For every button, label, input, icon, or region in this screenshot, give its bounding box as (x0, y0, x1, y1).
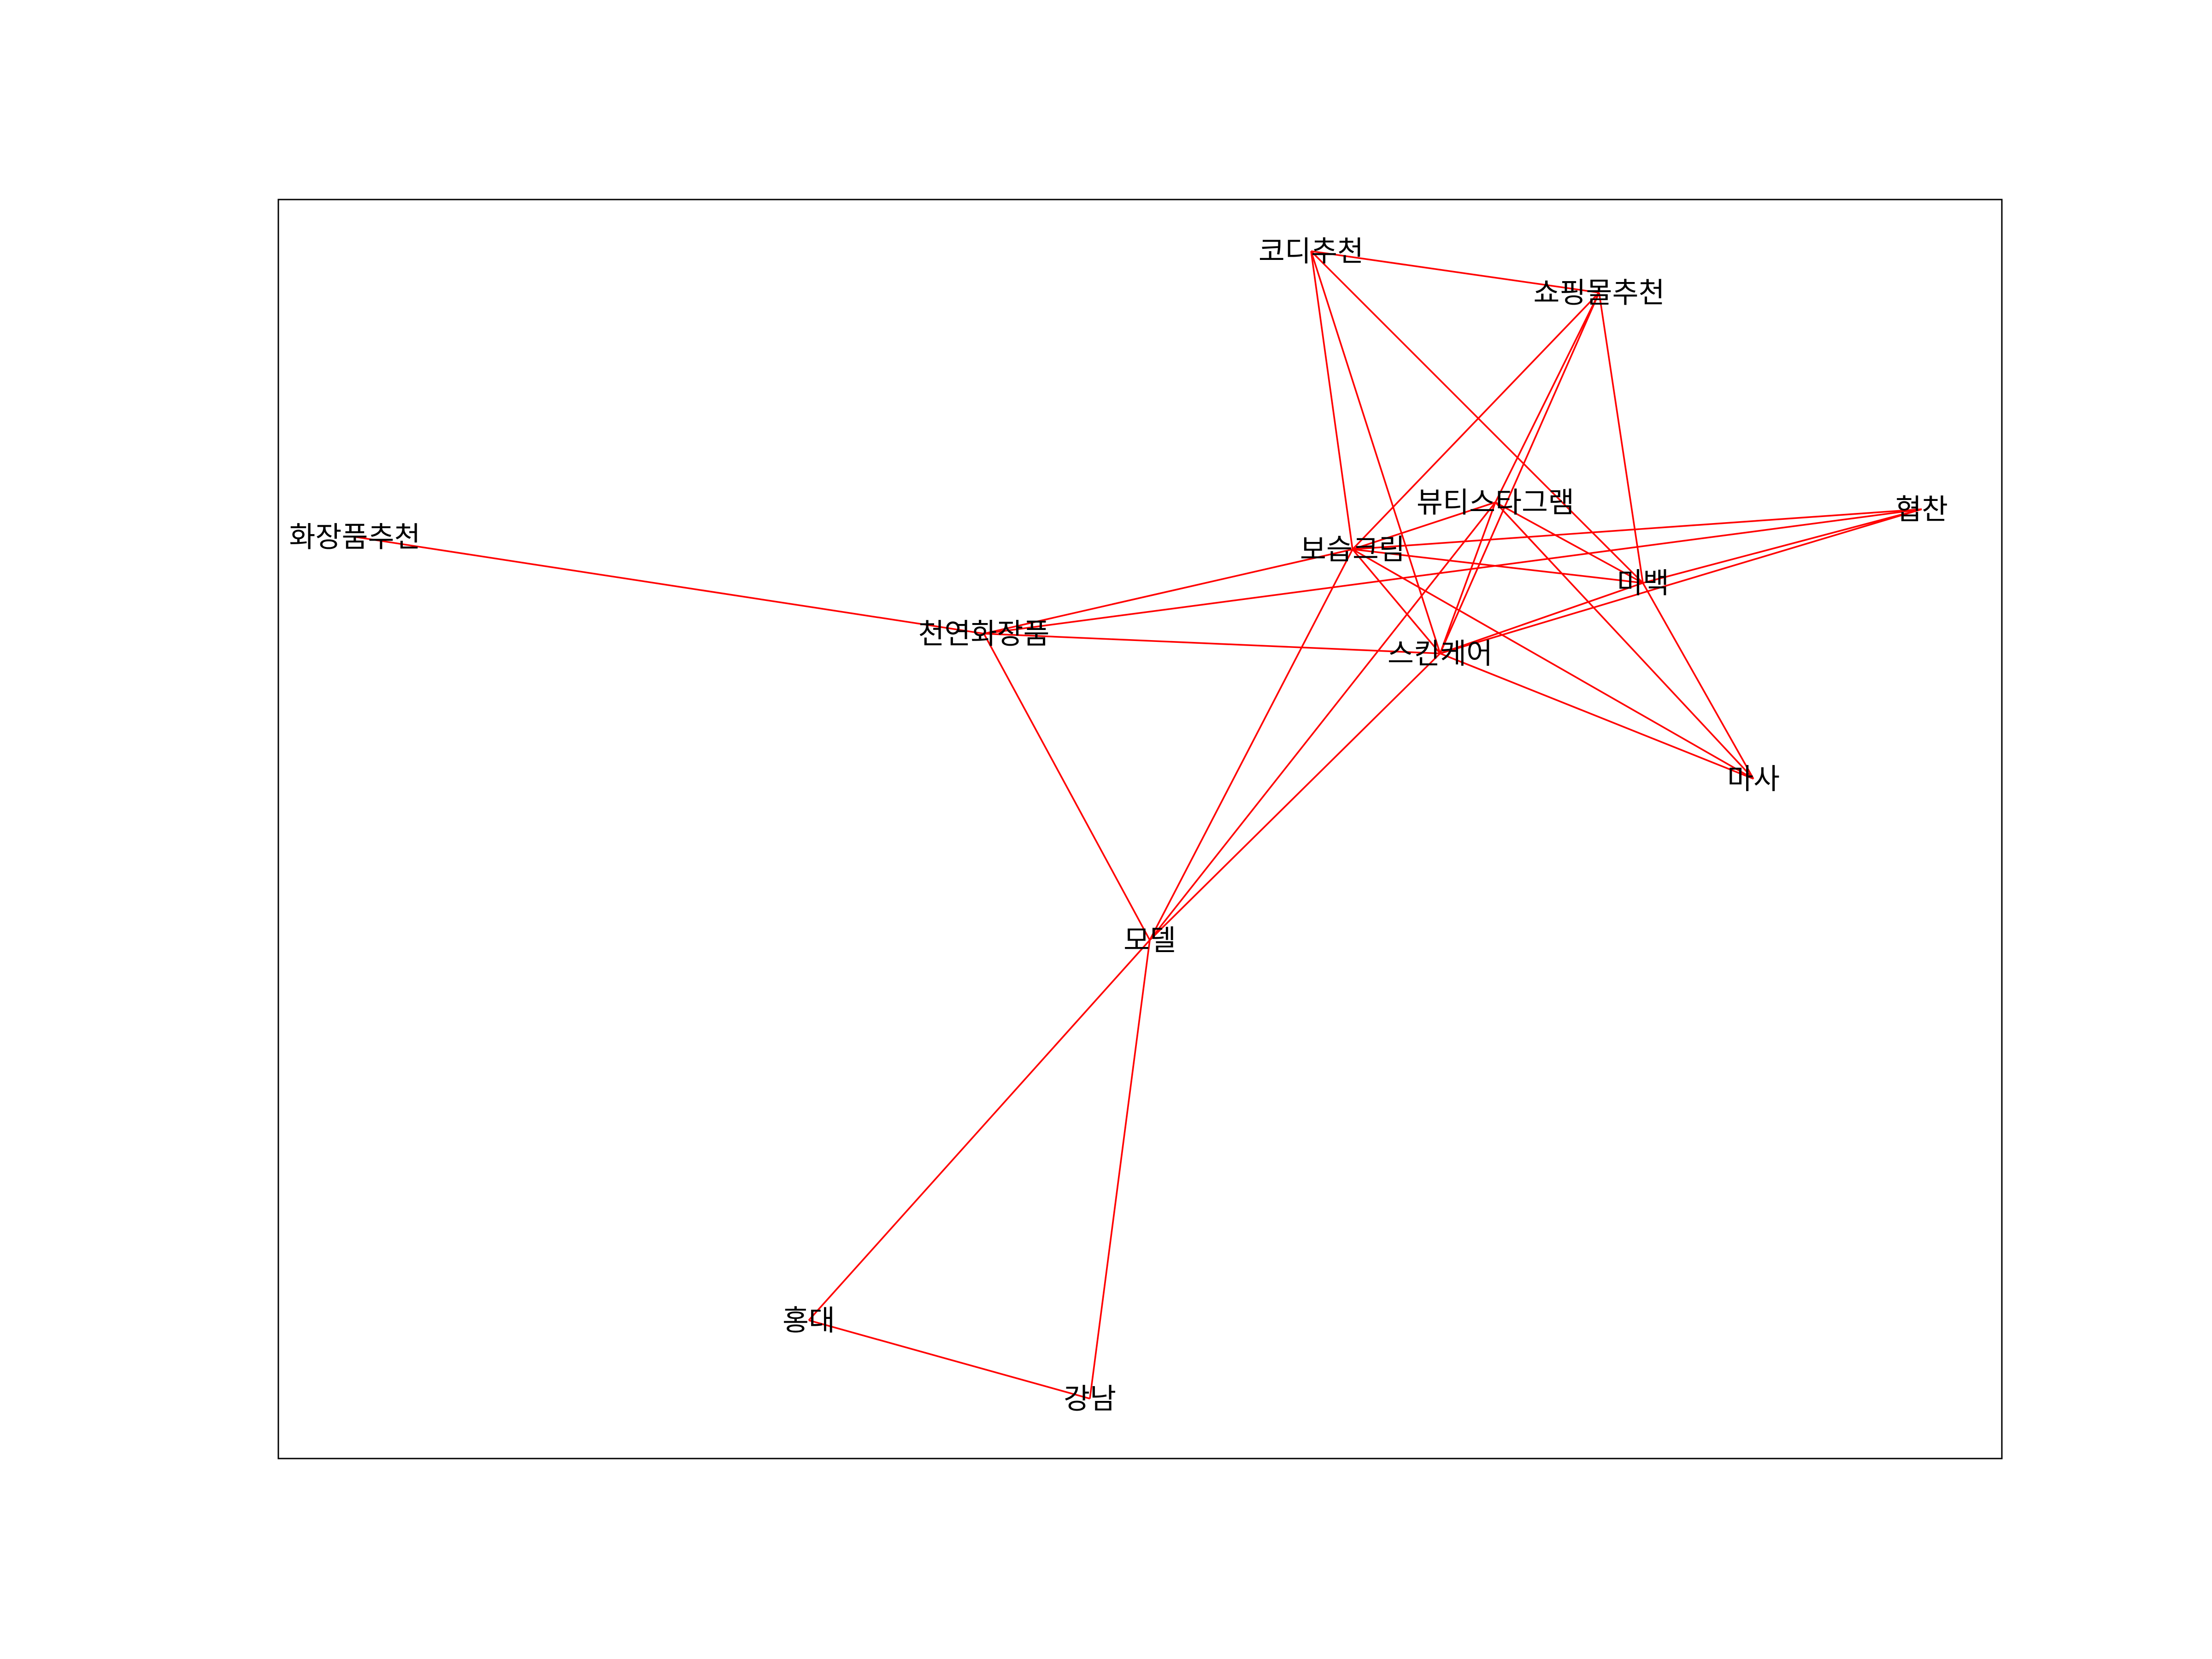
edge-n3-n10 (1149, 653, 1441, 941)
edge-n6-n3 (1439, 292, 1600, 654)
node-label: 보습크림 (1300, 533, 1405, 566)
edge-n4-n10 (1149, 501, 1496, 941)
edge-n11-n12 (808, 1319, 1090, 1400)
node-label: 코디추천 (1259, 235, 1364, 268)
edge-n5-n6 (1311, 250, 1600, 294)
plot-frame (277, 199, 2003, 1459)
edge-n4-n3 (1439, 502, 1496, 654)
node-label: 뷰티스타그램 (1417, 486, 1574, 519)
node-label: 홍대 (782, 1304, 835, 1337)
edge-n1-n3 (983, 633, 1441, 654)
edge-n7-n8 (1642, 508, 1922, 584)
edge-n4-n8 (1495, 501, 1643, 584)
edge-n4-n9 (1494, 501, 1754, 780)
edge-n2-n10 (1149, 549, 1353, 941)
edge-n8-n3 (1440, 582, 1643, 654)
node-label: 스킨케어 (1388, 637, 1493, 671)
edge-n10-n11 (808, 939, 1151, 1321)
edge-n3-n9 (1440, 653, 1754, 780)
edge-n1-n7 (983, 508, 1922, 635)
edges-layer (354, 250, 1922, 1400)
node-label: 강남 (1064, 1382, 1116, 1416)
edge-n6-n4 (1494, 292, 1600, 503)
node-label: 마사 (1727, 762, 1780, 796)
edge-n7-n3 (1440, 508, 1922, 654)
edge-n6-n8 (1598, 292, 1644, 583)
node-label: 협찬 (1895, 493, 1948, 526)
edge-n8-n9 (1642, 582, 1754, 779)
edge-n1-n2 (983, 548, 1353, 635)
edge-n2-n8 (1352, 548, 1643, 584)
edge-n1-n10 (983, 633, 1151, 941)
node-label: 모델 (1124, 924, 1176, 957)
edge-n5-n2 (1310, 251, 1353, 550)
edge-n5-n8 (1310, 250, 1644, 584)
edge-n2-n3 (1352, 548, 1441, 654)
edge-n0-n1 (354, 536, 984, 635)
edge-n6-n2 (1352, 292, 1600, 550)
node-label: 화장품추천 (289, 520, 420, 554)
edge-n2-n7 (1352, 508, 1922, 550)
node-label: 쇼핑몰추천 (1533, 276, 1665, 310)
edge-n10-n12 (1089, 940, 1151, 1399)
edge-n4-n2 (1352, 501, 1496, 550)
node-label: 미백 (1617, 566, 1669, 600)
node-label: 천연화장품 (918, 617, 1049, 651)
edge-n2-n9 (1352, 548, 1754, 780)
